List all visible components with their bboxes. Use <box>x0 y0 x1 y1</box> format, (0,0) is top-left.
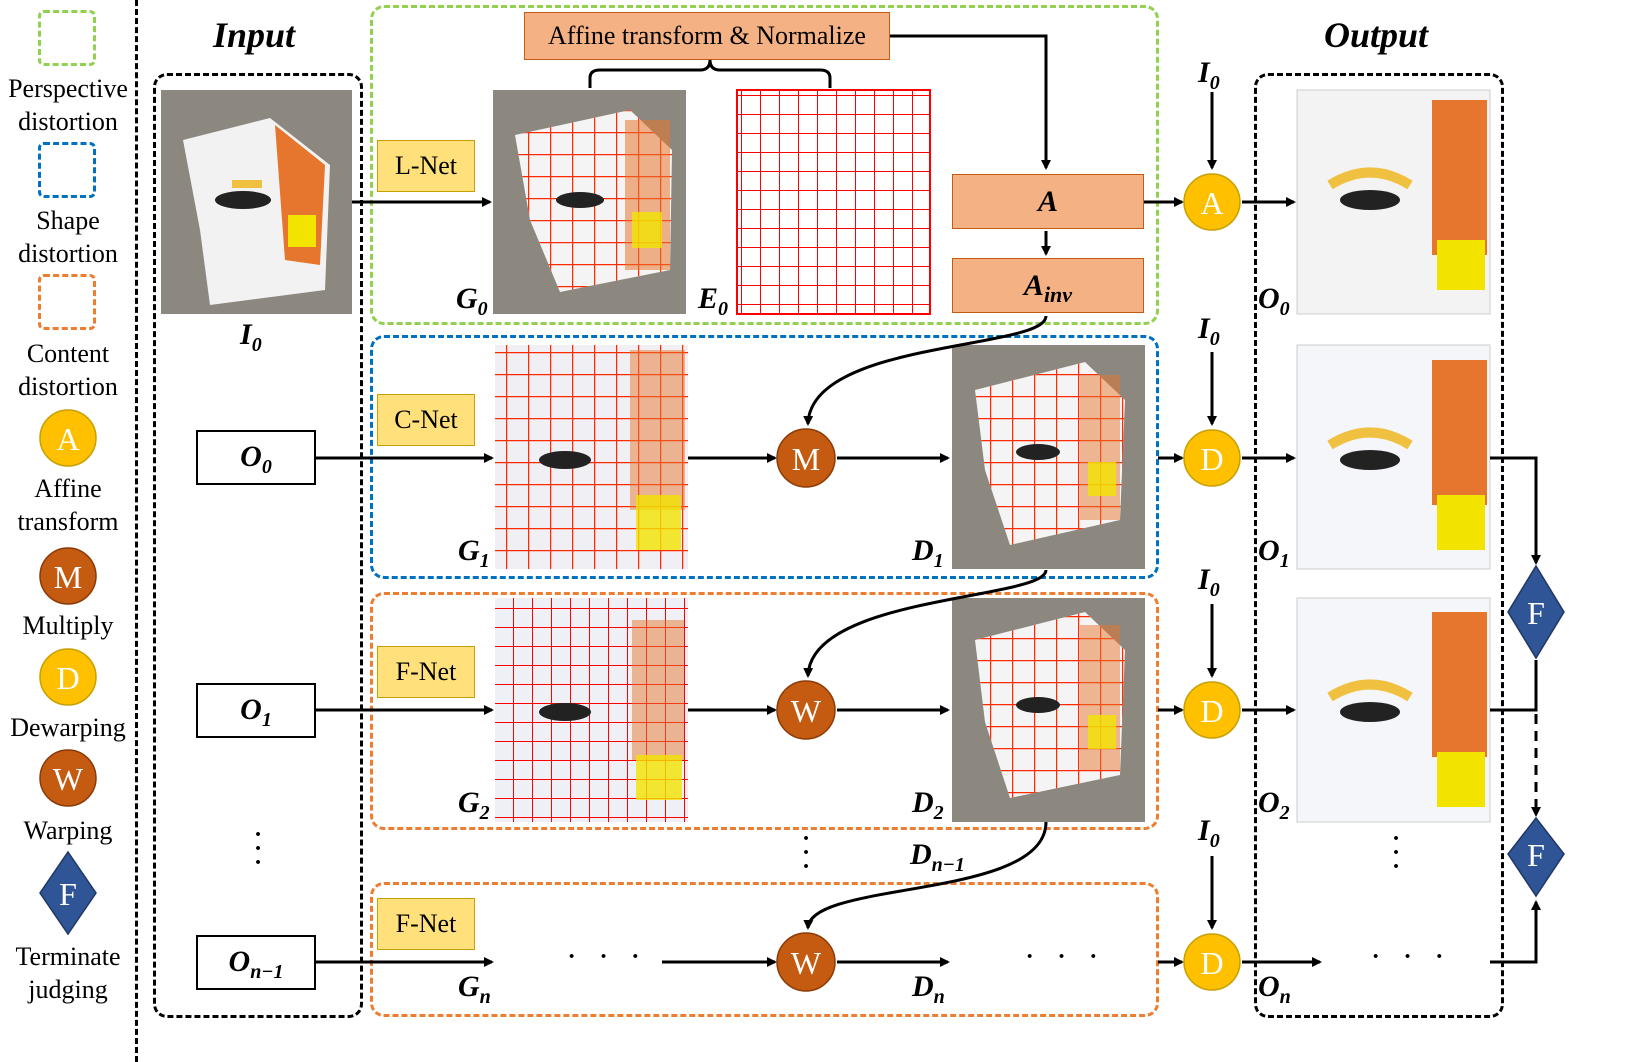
node-warp-w2: W <box>776 932 836 992</box>
node-warp-w1: W <box>776 680 836 740</box>
legend-dewarp-node: D <box>39 648 97 706</box>
affine-brace <box>588 59 832 88</box>
legend-content-swatch <box>38 274 96 330</box>
input-o0-box: O0 <box>196 430 316 485</box>
label-o0: O0 <box>1258 282 1290 320</box>
legend-warp-node: W <box>39 749 97 807</box>
output-photo-o0 <box>1296 89 1491 315</box>
ellipsis-on: · · · <box>1370 938 1451 975</box>
svg-text:D: D <box>1200 945 1223 981</box>
label-i0-input: I0 <box>240 318 262 356</box>
fnet-box-1: F-Net <box>377 646 475 698</box>
legend-terminate-diamond: F <box>39 850 97 936</box>
legend-multiply-label: Multiply <box>22 611 114 640</box>
grid-image-g0 <box>493 90 686 314</box>
label-g1: G1 <box>458 534 490 572</box>
legend-dewarp-label: Dewarping <box>10 713 126 742</box>
legend-symbols: A M D W F <box>39 409 97 936</box>
output-photo-o2 <box>1296 597 1491 823</box>
legend-affine-node: A <box>39 409 97 467</box>
node-affine-a: A <box>1183 173 1241 231</box>
grid-image-d2 <box>952 598 1145 822</box>
grid-image-g1 <box>495 345 688 569</box>
legend-warp-label: Warping <box>23 816 113 845</box>
matrix-a-box: A <box>952 174 1144 229</box>
node-dewarp-d1: D <box>1183 429 1241 487</box>
ellipsis-dn: · · · <box>1024 938 1105 975</box>
label-i0-row2: I0 <box>1198 563 1220 601</box>
node-dewarp-d2: D <box>1183 681 1241 739</box>
label-dn1: Dn−1 <box>910 838 965 876</box>
input-header: Input <box>213 15 296 55</box>
node-multiply-m: M <box>776 428 836 488</box>
svg-text:F: F <box>59 876 77 912</box>
node-terminate-f1: F <box>1507 564 1565 660</box>
label-d2: D2 <box>912 786 944 824</box>
vertical-ellipsis-middle: ··· <box>800 820 812 885</box>
output-photo-o1 <box>1296 344 1491 570</box>
svg-text:M: M <box>54 559 82 595</box>
svg-text:D: D <box>1200 441 1223 477</box>
output-region <box>1254 73 1504 1018</box>
svg-text:D: D <box>56 660 79 696</box>
legend-perspective-swatch <box>38 10 96 66</box>
affine-normalize-box: Affine transform & Normalize <box>524 12 890 60</box>
label-o2: O2 <box>1258 786 1290 824</box>
matrix-ainv-box: Ainv <box>952 258 1144 313</box>
label-i0-row0: I0 <box>1198 56 1220 94</box>
label-gn: Gn <box>458 970 491 1008</box>
svg-text:F: F <box>1527 837 1545 873</box>
content-stage-region-n <box>370 882 1159 1017</box>
cnet-box: C-Net <box>377 394 475 446</box>
svg-text:F: F <box>1527 595 1545 631</box>
label-g0: G0 <box>456 282 488 320</box>
svg-text:M: M <box>792 441 820 477</box>
lnet-box: L-Net <box>377 140 475 192</box>
label-d1: D1 <box>912 534 944 572</box>
svg-text:A: A <box>1200 185 1223 221</box>
perspective-stage-region <box>370 5 1159 325</box>
svg-text:D: D <box>1200 693 1223 729</box>
svg-text:W: W <box>53 761 84 797</box>
input-o1-box: O1 <box>196 683 316 738</box>
svg-text:W: W <box>791 945 822 981</box>
ellipsis-gn: · · · <box>566 938 647 975</box>
label-i0-row1: I0 <box>1198 312 1220 350</box>
label-o1: O1 <box>1258 534 1290 572</box>
label-e0: E0 <box>698 282 729 320</box>
svg-text:A: A <box>56 421 79 457</box>
output-header: Output <box>1324 15 1429 55</box>
connectors <box>316 34 1541 967</box>
vertical-ellipsis-output: ··· <box>1390 820 1402 885</box>
input-region <box>153 73 363 1018</box>
label-on: On <box>1258 970 1291 1008</box>
grid-image-e0 <box>736 89 931 315</box>
fnet-box-2: F-Net <box>377 898 475 950</box>
legend-multiply-node: M <box>39 547 97 605</box>
label-dn: Dn <box>912 970 945 1008</box>
legend-separator <box>135 0 138 1062</box>
node-dewarp-d3: D <box>1183 933 1241 991</box>
input-on1-box: On−1 <box>196 935 316 990</box>
grid-image-g2 <box>495 598 688 822</box>
label-i0-rown: I0 <box>1198 814 1220 852</box>
node-terminate-f2: F <box>1507 816 1565 898</box>
vertical-ellipsis-input: ··· <box>252 816 264 881</box>
grid-image-d1 <box>952 345 1145 569</box>
label-g2: G2 <box>458 786 490 824</box>
svg-text:W: W <box>791 693 822 729</box>
legend-shape-swatch <box>38 142 96 198</box>
input-photo-i0 <box>161 90 352 314</box>
